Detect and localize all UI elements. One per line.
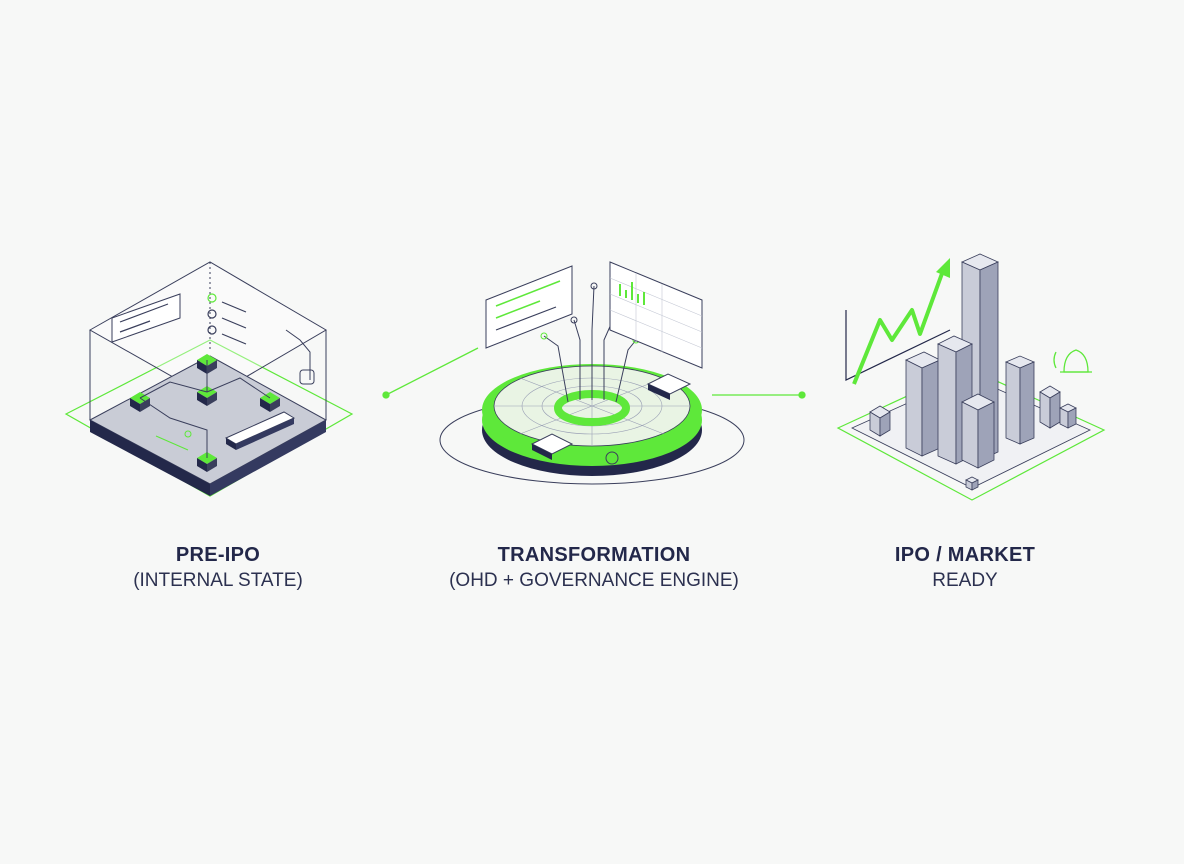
stage-caption-ipo-market: IPO / MARKET READY (840, 542, 1090, 594)
stage-title: IPO / MARKET (894, 544, 1036, 566)
stage-subtitle: (INTERNAL STATE) (133, 570, 303, 591)
bell-icon (1053, 349, 1092, 373)
transformation-illustration (439, 261, 745, 485)
stage-caption-transformation: TRANSFORMATION (OHD + GOVERNANCE ENGINE) (434, 542, 754, 594)
stage-title: TRANSFORMATION (497, 544, 691, 566)
pre-ipo-illustration (64, 261, 354, 497)
connector-right (712, 391, 806, 399)
stage-subtitle: (OHD + GOVERNANCE ENGINE) (449, 570, 739, 591)
stage-title: PRE-IPO (175, 544, 261, 566)
stage-caption-pre-ipo: PRE-IPO (INTERNAL STATE) (88, 542, 348, 594)
connector-left (382, 347, 479, 399)
stage-subtitle: READY (932, 570, 998, 591)
ipo-market-illustration (836, 253, 1106, 501)
